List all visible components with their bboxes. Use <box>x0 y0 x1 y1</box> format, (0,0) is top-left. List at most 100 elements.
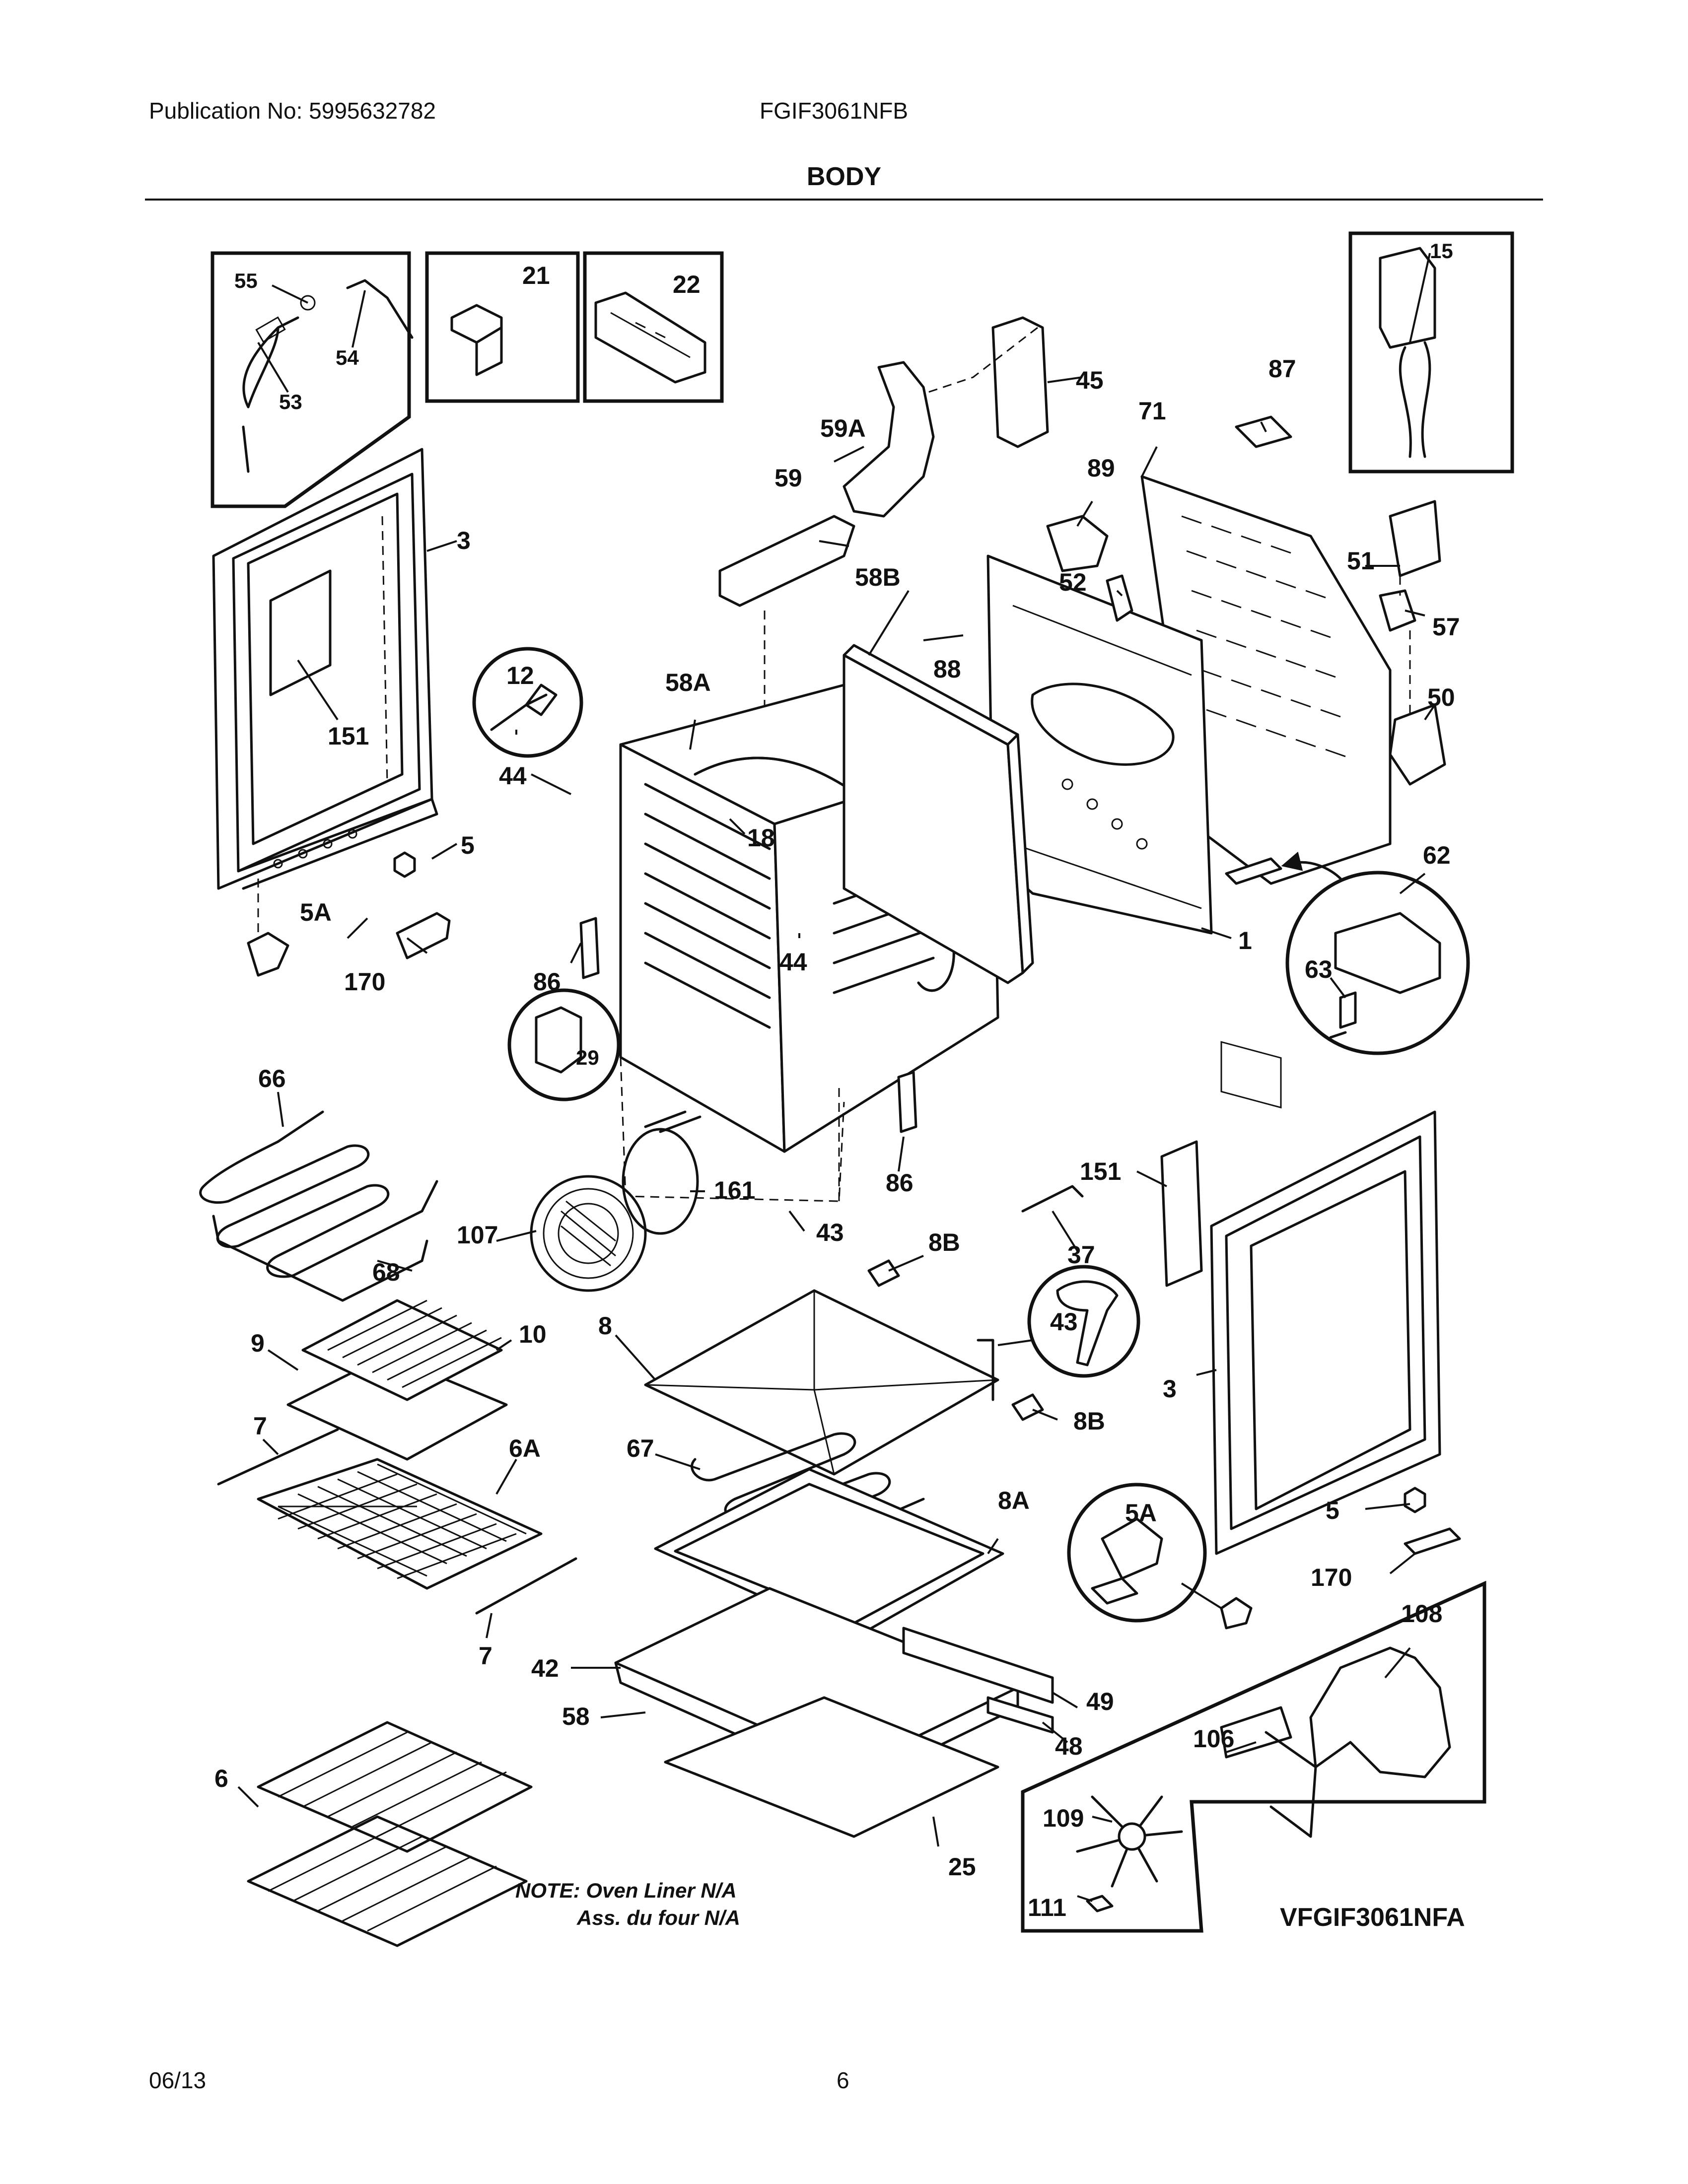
callout-57: 57 <box>1432 613 1460 641</box>
callout-6a: 6A <box>509 1434 541 1462</box>
callout-1: 1 <box>1238 927 1252 955</box>
callout-58a: 58A <box>665 669 711 696</box>
detail-circle-62 <box>1285 871 1470 1055</box>
callout-170-left: 170 <box>344 968 385 996</box>
inset-part-22-box <box>583 251 724 403</box>
duct-parts <box>718 316 1049 730</box>
callout-10: 10 <box>519 1320 547 1348</box>
hinge-assembly-right <box>1220 1487 1461 1630</box>
cavity-frame <box>620 1057 845 1202</box>
callout-45: 45 <box>1076 366 1104 394</box>
right-components <box>1379 500 1446 786</box>
detail-circle-5a <box>1067 1483 1207 1623</box>
model-number: FGIF3061NFB <box>760 98 909 124</box>
callout-151-left: 151 <box>328 722 369 750</box>
callout-108: 108 <box>1401 1600 1442 1628</box>
callout-52: 52 <box>1059 568 1087 596</box>
page-number: 6 <box>837 2067 849 2093</box>
oven-rack-6a <box>257 1458 543 1590</box>
small-parts-37-8b <box>867 1185 1084 1421</box>
hinge-assembly-left <box>247 851 451 977</box>
callout-8b-a: 8B <box>928 1228 960 1256</box>
callout-109: 109 <box>1043 1804 1084 1832</box>
broil-pan <box>286 1299 508 1461</box>
callout-37: 37 <box>1067 1241 1095 1269</box>
oven-door-right <box>1160 1110 1441 1555</box>
callout-6: 6 <box>214 1765 228 1792</box>
rack-supports-7 <box>217 1428 577 1615</box>
callout-151-right: 151 <box>1080 1158 1121 1185</box>
callout-44-a: 44 <box>499 762 527 790</box>
callout-50: 50 <box>1427 683 1455 711</box>
fan-element-161 <box>622 1110 702 1235</box>
section-title: BODY <box>806 162 882 191</box>
variant-model-code: VFGIF3061NFA <box>1280 1903 1465 1932</box>
bracket-89-52 <box>1046 415 1292 622</box>
callout-12: 12 <box>506 662 534 689</box>
leads-88-58b <box>868 590 964 656</box>
detail-circle-29 <box>507 988 621 1101</box>
callout-59: 59 <box>774 464 802 492</box>
callout-71: 71 <box>1138 397 1166 425</box>
callout-87: 87 <box>1268 355 1296 383</box>
oven-bottom-8 <box>644 1289 999 1476</box>
oven-racks-6 <box>247 1721 533 1947</box>
insulation-58b <box>843 644 1034 984</box>
callout-8: 8 <box>598 1312 612 1340</box>
callout-67: 67 <box>627 1434 654 1462</box>
liner-25 <box>664 1696 999 1838</box>
callout-5a-left: 5A <box>300 898 332 926</box>
callout-43-a: 43 <box>816 1219 844 1246</box>
detail-circle-12 <box>472 647 583 758</box>
callout-170-right: 170 <box>1311 1564 1352 1591</box>
callout-51: 51 <box>1347 547 1375 575</box>
callout-9: 9 <box>251 1329 265 1357</box>
callout-48: 48 <box>1055 1732 1083 1760</box>
detail-circle-43 <box>1027 1265 1140 1378</box>
callout-29: 29 <box>576 1046 599 1069</box>
callout-59a: 59A <box>820 414 866 442</box>
callout-5-left: 5 <box>461 831 475 859</box>
callout-18: 18 <box>747 824 775 852</box>
connector-62-arrow <box>1225 851 1342 885</box>
oven-liner-note-en: NOTE: Oven Liner N/A <box>515 1879 737 1902</box>
callout-58b: 58B <box>855 563 901 591</box>
callout-5-right: 5 <box>1326 1497 1339 1524</box>
callout-88: 88 <box>933 655 961 683</box>
callout-86-b: 86 <box>886 1169 914 1197</box>
callout-15: 15 <box>1430 239 1453 263</box>
convection-fan-inset <box>1021 1580 1486 1933</box>
callout-3-right: 3 <box>1163 1375 1177 1403</box>
callout-8b-b: 8B <box>1073 1407 1105 1435</box>
footer-date: 06/13 <box>149 2067 207 2093</box>
oven-door-left <box>212 448 438 890</box>
callout-62: 62 <box>1423 841 1451 869</box>
callout-5a-right: 5A <box>1125 1499 1157 1527</box>
callout-55: 55 <box>234 269 258 292</box>
header-rule <box>145 199 1543 201</box>
callout-63: 63 <box>1305 956 1333 983</box>
callout-21: 21 <box>522 262 550 289</box>
brackets-86 <box>579 917 917 1133</box>
callout-43-b: 43 <box>1050 1308 1078 1336</box>
inset-part-15-box <box>1348 231 1514 474</box>
oven-liner-note-fr: Ass. du four N/A <box>576 1906 740 1929</box>
callout-161: 161 <box>714 1176 755 1204</box>
callout-66: 66 <box>258 1065 286 1092</box>
callout-53: 53 <box>279 390 302 413</box>
callout-106: 106 <box>1193 1725 1234 1753</box>
side-rails-48-49 <box>902 1627 1054 1734</box>
callout-86-a: 86 <box>533 968 561 996</box>
fan-cover-107 <box>530 1175 647 1292</box>
broil-element-66 <box>199 1110 438 1278</box>
callout-58: 58 <box>562 1703 590 1730</box>
callout-54: 54 <box>336 346 359 369</box>
callout-68: 68 <box>372 1258 400 1286</box>
inset-part-21-box <box>425 251 580 403</box>
callout-111: 111 <box>1028 1894 1066 1921</box>
callout-25: 25 <box>948 1853 976 1881</box>
callout-8a: 8A <box>998 1487 1030 1514</box>
shield-68 <box>212 1215 428 1302</box>
callout-44-b: 44 <box>779 948 807 976</box>
